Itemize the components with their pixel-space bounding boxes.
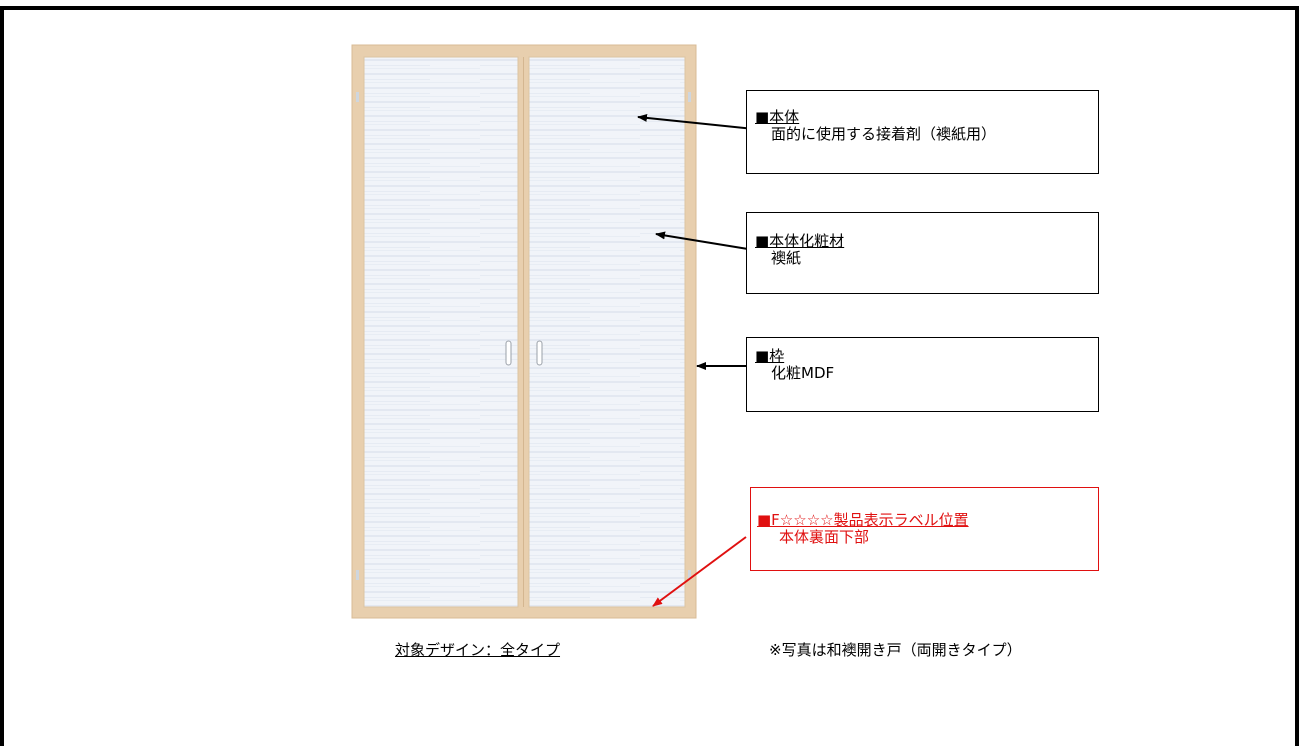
callout-label-detail: 本体裏面下部 [779, 528, 870, 546]
callout-body-title: ■本体 [755, 108, 800, 126]
callout-finish-title: ■本体化粧材 [755, 232, 845, 250]
callout-label-title: ■F☆☆☆☆製品表示ラベル位置 [757, 511, 969, 529]
callout-frame-detail: 化粧MDF [771, 364, 835, 382]
callout-finish: ■本体化粧材 襖紙 [746, 212, 1099, 294]
callout-frame-title: ■枠 [755, 347, 785, 365]
arrow-body [637, 113, 755, 130]
left-door-panel [363, 56, 519, 608]
right-door-panel [528, 56, 686, 608]
arrow-finish [655, 231, 755, 251]
left-handle [505, 340, 512, 366]
page-border [0, 6, 1299, 746]
arrow-label [652, 536, 747, 607]
callout-label-position: ■F☆☆☆☆製品表示ラベル位置 本体裏面下部 [750, 487, 1099, 571]
callout-finish-detail: 襖紙 [771, 249, 802, 267]
callout-body-detail: 面的に使用する接着剤（襖紙用） [771, 125, 997, 143]
callout-frame: ■枠 化粧MDF [746, 337, 1099, 412]
caption-photo-note: ※写真は和襖開き戸（両開きタイプ） [769, 641, 1022, 659]
caption-target-design: 対象デザイン：全タイプ [395, 641, 561, 659]
right-handle [536, 340, 543, 366]
callout-body: ■本体 面的に使用する接着剤（襖紙用） [746, 90, 1099, 174]
